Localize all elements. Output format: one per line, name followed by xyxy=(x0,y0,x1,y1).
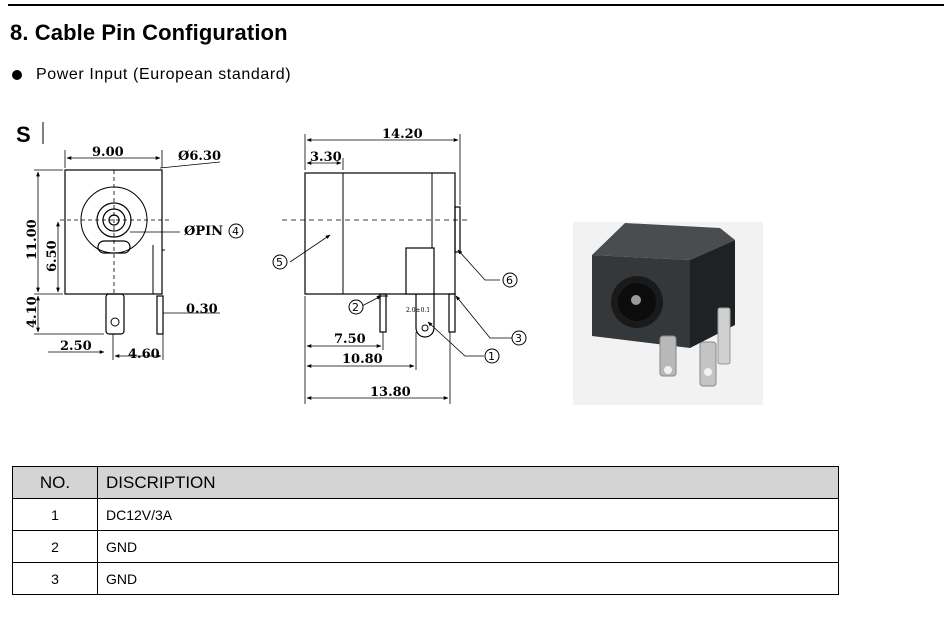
callout-1-text: 1 xyxy=(488,350,495,363)
dim-height-total: 11.00 xyxy=(25,219,40,260)
callout-5: 5 xyxy=(272,254,288,270)
row-no: 2 xyxy=(12,530,98,563)
bullet-item: Power Input (European standard) xyxy=(12,66,291,84)
dim-width: 9.00 xyxy=(92,145,124,160)
callout-6-text: 6 xyxy=(506,274,513,287)
side-pin-1 xyxy=(415,294,435,338)
callout-3: 3 xyxy=(511,330,527,346)
table-row: 3 GND xyxy=(12,562,839,595)
dim-pin2-pos: 10.80 xyxy=(342,352,383,367)
callout-3-text: 3 xyxy=(515,332,522,345)
callout-1: 1 xyxy=(484,348,500,364)
bullet-text: Power Input (European standard) xyxy=(36,66,292,83)
front-pin-tab xyxy=(105,293,125,335)
dim-offset-right: 4.60 xyxy=(128,347,160,362)
dim-pin1-pos: 7.50 xyxy=(334,332,366,347)
dim-diameter: Ø6.30 xyxy=(178,149,221,164)
bullet-icon xyxy=(12,70,22,80)
dim-length-total: 14.20 xyxy=(382,127,423,142)
top-rule xyxy=(8,4,944,6)
dc-jack-photo xyxy=(592,223,735,387)
front-side-tab xyxy=(156,295,164,335)
side-back-tab xyxy=(454,206,461,253)
row-description: GND xyxy=(97,562,839,595)
side-pin-block xyxy=(405,247,435,295)
front-view xyxy=(34,150,221,360)
row-no: 1 xyxy=(12,498,98,531)
dim-height-lower: 4.10 xyxy=(25,296,40,328)
side-pin-3 xyxy=(448,293,456,333)
row-description: GND xyxy=(97,530,839,563)
side-view xyxy=(282,134,512,404)
dim-offset-left: 2.50 xyxy=(60,339,92,354)
callout-5-text: 5 xyxy=(276,256,283,269)
dim-body-length: 13.80 xyxy=(370,385,411,400)
corner-label-text: S xyxy=(16,122,31,147)
callout-6: 6 xyxy=(502,272,518,288)
section-title: 8. Cable Pin Configuration xyxy=(10,20,288,45)
table-header-row: NO. DISCRIPTION xyxy=(12,466,839,499)
callout-2-text: 2 xyxy=(352,301,359,314)
dim-front-depth: 3.30 xyxy=(310,150,342,165)
callout-2: 2 xyxy=(348,299,364,315)
table-row: 1 DC12V/3A xyxy=(12,498,839,531)
dim-pin-label: ØPIN xyxy=(184,224,223,239)
header-no: NO. xyxy=(12,466,98,499)
row-no: 3 xyxy=(12,562,98,595)
table-row: 2 GND xyxy=(12,530,839,563)
dim-thickness: 0.30 xyxy=(186,302,218,317)
header-description: DISCRIPTION xyxy=(97,466,839,499)
callout-4-circle xyxy=(228,223,244,239)
dim-pin-size: 2.0±0.1 xyxy=(406,307,430,314)
technical-drawing: S 9.00 Ø6.30 ØPIN 4 xyxy=(16,122,735,404)
callout-4: 4 xyxy=(232,225,239,238)
pin-table: NO. DISCRIPTION 1 DC12V/3A 2 GND 3 GND xyxy=(12,466,839,595)
dim-height-upper: 6.50 xyxy=(45,240,60,272)
row-description: DC12V/3A xyxy=(97,498,839,531)
corner-label: S xyxy=(16,122,44,147)
side-pin-2 xyxy=(379,293,387,333)
